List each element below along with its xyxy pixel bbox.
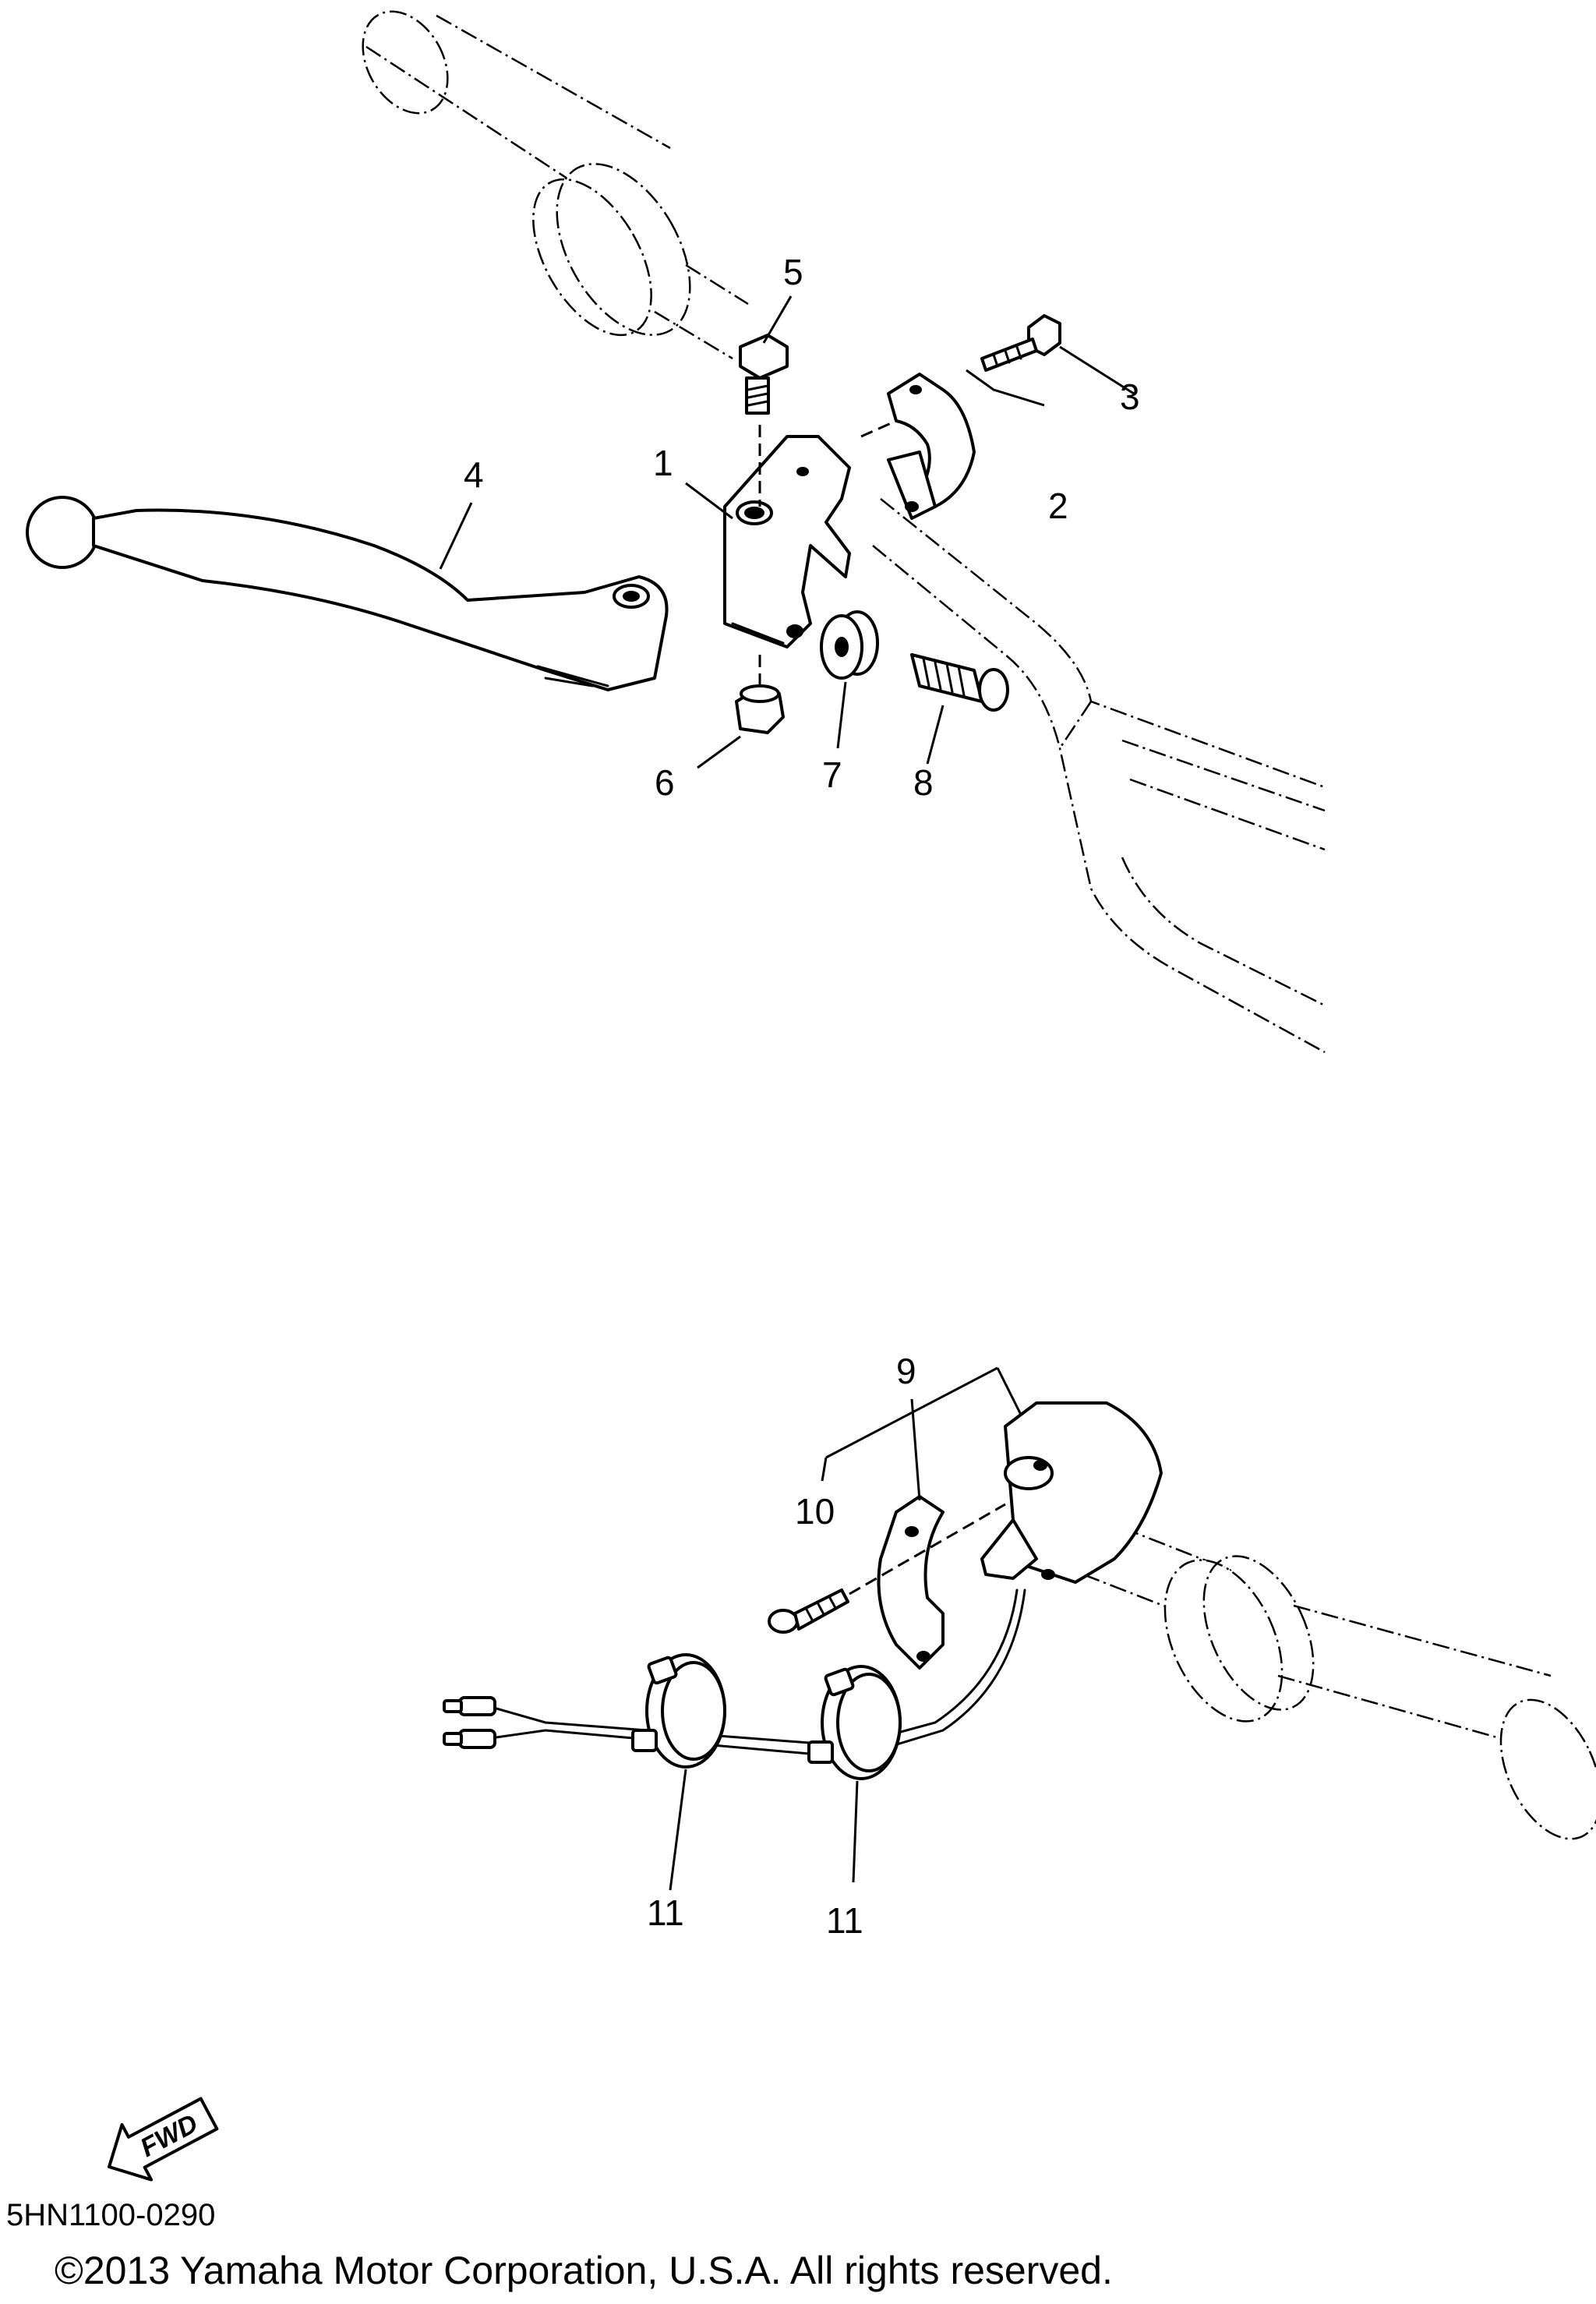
callout-1: 1 <box>653 443 673 483</box>
adjuster-bolt-part-8 <box>910 653 1009 712</box>
callout-9: 9 <box>896 1351 916 1391</box>
brake-lever-part-4 <box>26 496 669 691</box>
copyright-notice: ©2013 Yamaha Motor Corporation, U.S.A. A… <box>55 2249 1113 2292</box>
bolt-part-3 <box>980 314 1061 372</box>
lever-bracket-part-1 <box>723 435 851 648</box>
handlebar-grip-bottom-ghost <box>1082 1526 1596 1840</box>
assembly-axis-lines-bottom <box>849 1503 1006 1595</box>
callout-4: 4 <box>464 454 484 495</box>
wire-connectors <box>443 1696 496 1749</box>
callout-6: 6 <box>655 762 675 803</box>
callout-11-left: 11 <box>647 1892 684 1933</box>
diagram-code: 5HN1100-0290 <box>6 2198 215 2232</box>
clamp-half-part-2 <box>887 373 976 520</box>
cable-tie-part-11-left <box>631 1653 726 1769</box>
adjuster-ring-part-7 <box>820 610 879 680</box>
handlebar-tube-top-ghost <box>872 498 1326 1054</box>
callout-leader-lines <box>439 295 1135 1891</box>
callout-2: 2 <box>1048 486 1068 526</box>
switch-housing-part-9 <box>980 1401 1163 1584</box>
callout-3: 3 <box>1120 376 1140 417</box>
forward-direction-arrow: FWD <box>108 2097 219 2182</box>
nut-part-6 <box>735 684 785 734</box>
callout-11-right: 11 <box>826 1900 863 1941</box>
switch-clamp-part-10 <box>877 1495 945 1670</box>
wire-harness <box>489 1588 1026 1759</box>
cable-tie-part-11-right <box>807 1665 902 1780</box>
callout-5: 5 <box>783 252 803 292</box>
screw-part-10 <box>768 1588 849 1634</box>
handlebar-grip-top-ghost <box>362 10 749 360</box>
assembly-axis-lines-top <box>758 419 897 690</box>
callout-labels: 1 2 3 4 5 6 7 8 9 10 11 11 <box>464 252 1140 1941</box>
callout-8: 8 <box>913 762 934 803</box>
fwd-arrow-icon <box>108 2097 219 2182</box>
bolt-part-5 <box>739 334 789 415</box>
callout-7: 7 <box>822 754 842 795</box>
callout-10: 10 <box>795 1491 835 1532</box>
